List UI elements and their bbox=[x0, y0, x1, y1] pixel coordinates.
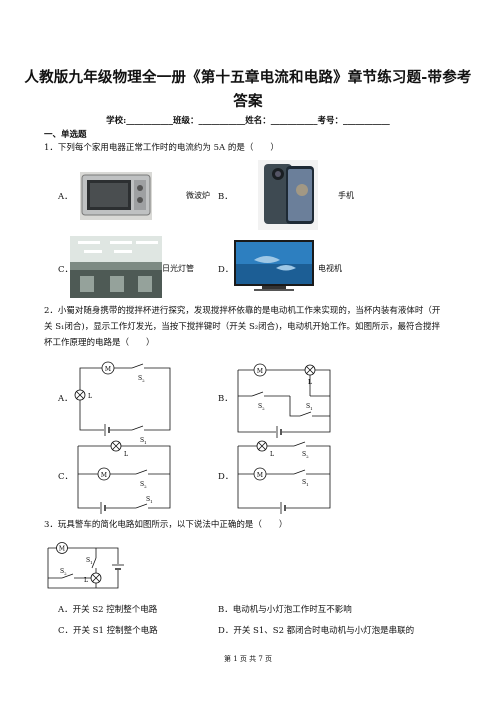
q2d-lamp-label: L bbox=[270, 451, 274, 458]
q2a-s1-label: S1 bbox=[140, 437, 147, 445]
q3-s1-label: S1 bbox=[86, 557, 93, 565]
q2c-s1-label: S1 bbox=[146, 496, 153, 504]
q1-option-a-caption: 微波炉 bbox=[186, 191, 210, 200]
q3-lamp-label: L bbox=[84, 577, 88, 584]
microwave-image bbox=[80, 172, 152, 220]
q1-option-b-caption: 手机 bbox=[338, 191, 354, 200]
q3-option-a: A．开关 S2 控制整个电路 bbox=[58, 605, 158, 615]
q2d-motor-label: M bbox=[257, 472, 263, 479]
q3-circuit: M S1 S2 L bbox=[47, 542, 124, 589]
q1-option-c-letter: C． bbox=[58, 265, 74, 275]
q2a-lamp-label: L bbox=[88, 393, 92, 400]
q2c-lamp-label: L bbox=[124, 451, 128, 458]
q2-circuit-c: L M S2 S1 bbox=[77, 440, 171, 514]
q1-option-b-letter: B． bbox=[218, 192, 233, 202]
page-title-line2: 答案 bbox=[233, 93, 263, 110]
q2d-s2-label: S2 bbox=[302, 451, 309, 459]
q2b-s2-label: S2 bbox=[258, 403, 265, 411]
q3-s2-label: S2 bbox=[60, 568, 67, 576]
fluorescent-lamp-image bbox=[70, 236, 162, 298]
q2-circuit-b: M L S2 S1 bbox=[237, 363, 331, 438]
q1-option-d-caption: 电视机 bbox=[318, 264, 342, 273]
question-1-stem: 1．下列每个家用电器正常工作时的电流约为 5A 的是（ ） bbox=[44, 143, 279, 153]
q2-option-a-letter: A． bbox=[58, 394, 73, 404]
q1-option-a-letter: A． bbox=[58, 192, 73, 202]
tv-image bbox=[232, 238, 316, 296]
q2d-s1-label: S1 bbox=[302, 479, 309, 487]
q2-option-c-letter: C． bbox=[58, 472, 74, 482]
q1-option-c-caption: 日光灯管 bbox=[162, 264, 194, 273]
q2-circuit-a: M L S2 S1 bbox=[74, 361, 171, 445]
q2b-motor-label: M bbox=[257, 368, 263, 375]
question-2-stem-line2: 关 S₁闭合)，显示工作灯发光，当按下搅拌键时（开关 S₂闭合)，电动机开始工作… bbox=[44, 322, 441, 332]
section-heading: 一、单选题 bbox=[44, 130, 87, 140]
q3-option-b: B．电动机与小灯泡工作时互不影响 bbox=[218, 605, 352, 615]
q2a-s2-label: S2 bbox=[138, 375, 145, 383]
q2-circuit-d: L S2 M S1 bbox=[237, 440, 331, 514]
page-title-line1: 人教版九年级物理全一册《第十五章电流和电路》章节练习题-带参考 bbox=[24, 69, 472, 86]
q3-option-c: C．开关 S1 控制整个电路 bbox=[58, 626, 158, 636]
question-3-stem: 3．玩具警车的简化电路如图所示，以下说法中正确的是（ ） bbox=[44, 520, 288, 530]
q2-option-b-letter: B． bbox=[218, 394, 233, 404]
q2b-s1-label: S1 bbox=[306, 403, 313, 411]
q2c-s2-label: S2 bbox=[140, 481, 147, 489]
phone-image bbox=[258, 160, 318, 230]
student-info-line: 学校:___________班级：___________姓名：_________… bbox=[106, 116, 390, 126]
q3-motor-label: M bbox=[59, 546, 65, 553]
question-2-stem-line1: 2．小蜀对随身携带的搅拌杯进行探究，发现搅拌杯依靠的是电动机工作来实现的，当杯内… bbox=[44, 306, 441, 316]
q3-option-d: D．开关 S1、S2 都闭合时电动机与小灯泡是串联的 bbox=[218, 626, 415, 636]
q2b-lamp-label: L bbox=[308, 379, 312, 386]
q1-option-d-letter: D． bbox=[218, 265, 234, 275]
question-2-stem-line3: 杯工作原理的电路是（ ） bbox=[44, 338, 155, 348]
q2c-motor-label: M bbox=[101, 472, 107, 479]
q2-option-d-letter: D． bbox=[218, 472, 234, 482]
page-footer: 第 1 页 共 7 页 bbox=[223, 655, 273, 663]
q2a-motor-label: M bbox=[105, 366, 111, 373]
